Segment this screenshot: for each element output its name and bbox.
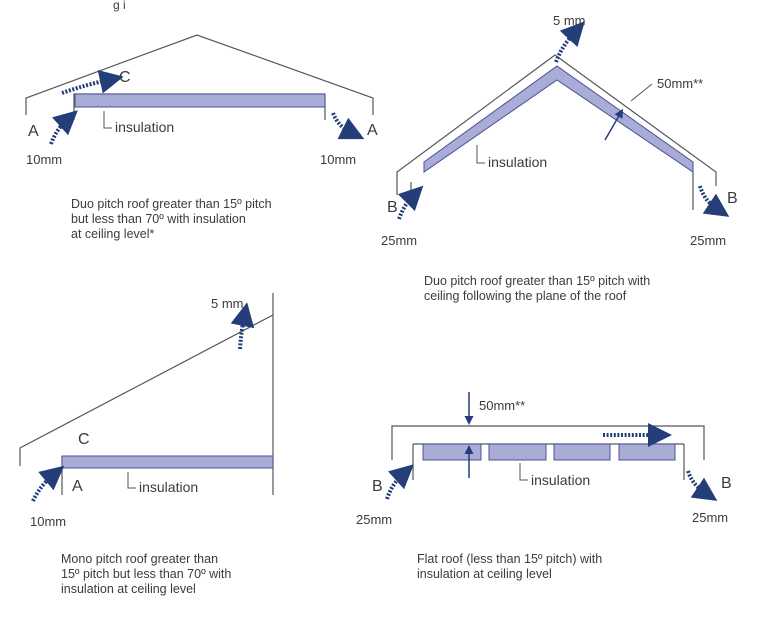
insulation-leader (519, 463, 528, 481)
letter-c: C (78, 431, 90, 448)
dimension-label: 50mm** (479, 398, 525, 413)
letter-c: C (119, 69, 131, 86)
top-fragment-text: g i (113, 0, 126, 12)
airflow-arrow-in-left (397, 185, 424, 220)
roof-outline (396, 54, 717, 195)
caption-line-2: ceiling following the plane of the roof (424, 289, 627, 303)
caption-line-1: Flat roof (less than 15º pitch) with (417, 552, 602, 566)
airflow-arrow-c (61, 69, 124, 95)
roof-outline (25, 34, 374, 115)
gap-label-left: 10mm (26, 152, 62, 167)
airflow-arrow-ridge (230, 302, 255, 350)
letter-b-right: B (727, 190, 738, 207)
flat-roof-diagram: 50mm** insulation B 25mm B 25mm Flat roo… (356, 392, 732, 581)
insulation-leader (476, 145, 485, 164)
airflow-arrow-ridge (554, 21, 585, 63)
dimension-label: 50mm** (657, 76, 703, 91)
airflow-arrow-in-left (49, 110, 78, 145)
airflow-arrow-out-right (331, 112, 365, 140)
insulation-label: insulation (115, 119, 174, 135)
caption-line-1: Mono pitch roof greater than (61, 552, 218, 566)
gap-label-left: 10mm (30, 514, 66, 529)
letter-a-right: A (367, 122, 378, 139)
airflow-arrow-in-left (31, 465, 65, 502)
caption-line-3: insulation at ceiling level (61, 582, 196, 596)
insulation-block-1 (422, 443, 482, 461)
letter-b-left: B (372, 478, 383, 495)
insulation-label: insulation (531, 472, 590, 488)
letter-b-right: B (721, 475, 732, 492)
airflow-arrow-out-right (698, 185, 730, 217)
caption-line-1: Duo pitch roof greater than 15º pitch wi… (424, 274, 650, 288)
gap-label-right: 25mm (690, 233, 726, 248)
airflow-arrow-in-left (385, 464, 414, 500)
gap-label-right: 25mm (692, 510, 728, 525)
caption-line-2: 15º pitch but less than 70º with (61, 567, 231, 581)
insulation-label: insulation (488, 154, 547, 170)
caption-line-1: Duo pitch roof greater than 15º pitch (71, 197, 272, 211)
insulation-block-3 (553, 443, 611, 461)
caption-line-2: but less than 70º with insulation (71, 212, 246, 226)
ridge-gap-label: 5 mm (553, 13, 586, 28)
insulation-block-2 (488, 443, 547, 461)
gap-label-right: 10mm (320, 152, 356, 167)
insulation-leader (127, 472, 136, 489)
gap-label-left: 25mm (356, 512, 392, 527)
insulation-layer (61, 455, 274, 469)
letter-b-left: B (387, 199, 398, 216)
caption-line-3: at ceiling level* (71, 227, 155, 241)
insulation-label: insulation (139, 479, 198, 495)
letter-a: A (72, 478, 83, 495)
letter-a-left: A (28, 123, 39, 140)
insulation-layer (74, 93, 326, 108)
roof-outline (391, 425, 705, 460)
caption-line-2: insulation at ceiling level (417, 567, 552, 581)
mono-pitch-diagram: 5 mm C A insulation 10mm Mono pitch roof… (19, 293, 274, 596)
insulation-block-4 (618, 443, 676, 461)
gap-label-left: 25mm (381, 233, 417, 248)
duo-pitch-ceiling-diagram: insulation C A 10mm A 10mm Duo pitch roo… (25, 34, 378, 241)
dimension-arrow (604, 108, 623, 141)
dimension-leader (630, 83, 653, 102)
roof-outline (19, 314, 274, 466)
duo-pitch-plane-diagram: 5 mm 50mm** insulation B 25mm B 25mm Duo… (381, 13, 738, 303)
airflow-arrow-out-right (686, 470, 718, 501)
insulation-leader (103, 111, 112, 129)
insulation-layer (423, 65, 694, 173)
ridge-gap-label: 5 mm (211, 296, 244, 311)
